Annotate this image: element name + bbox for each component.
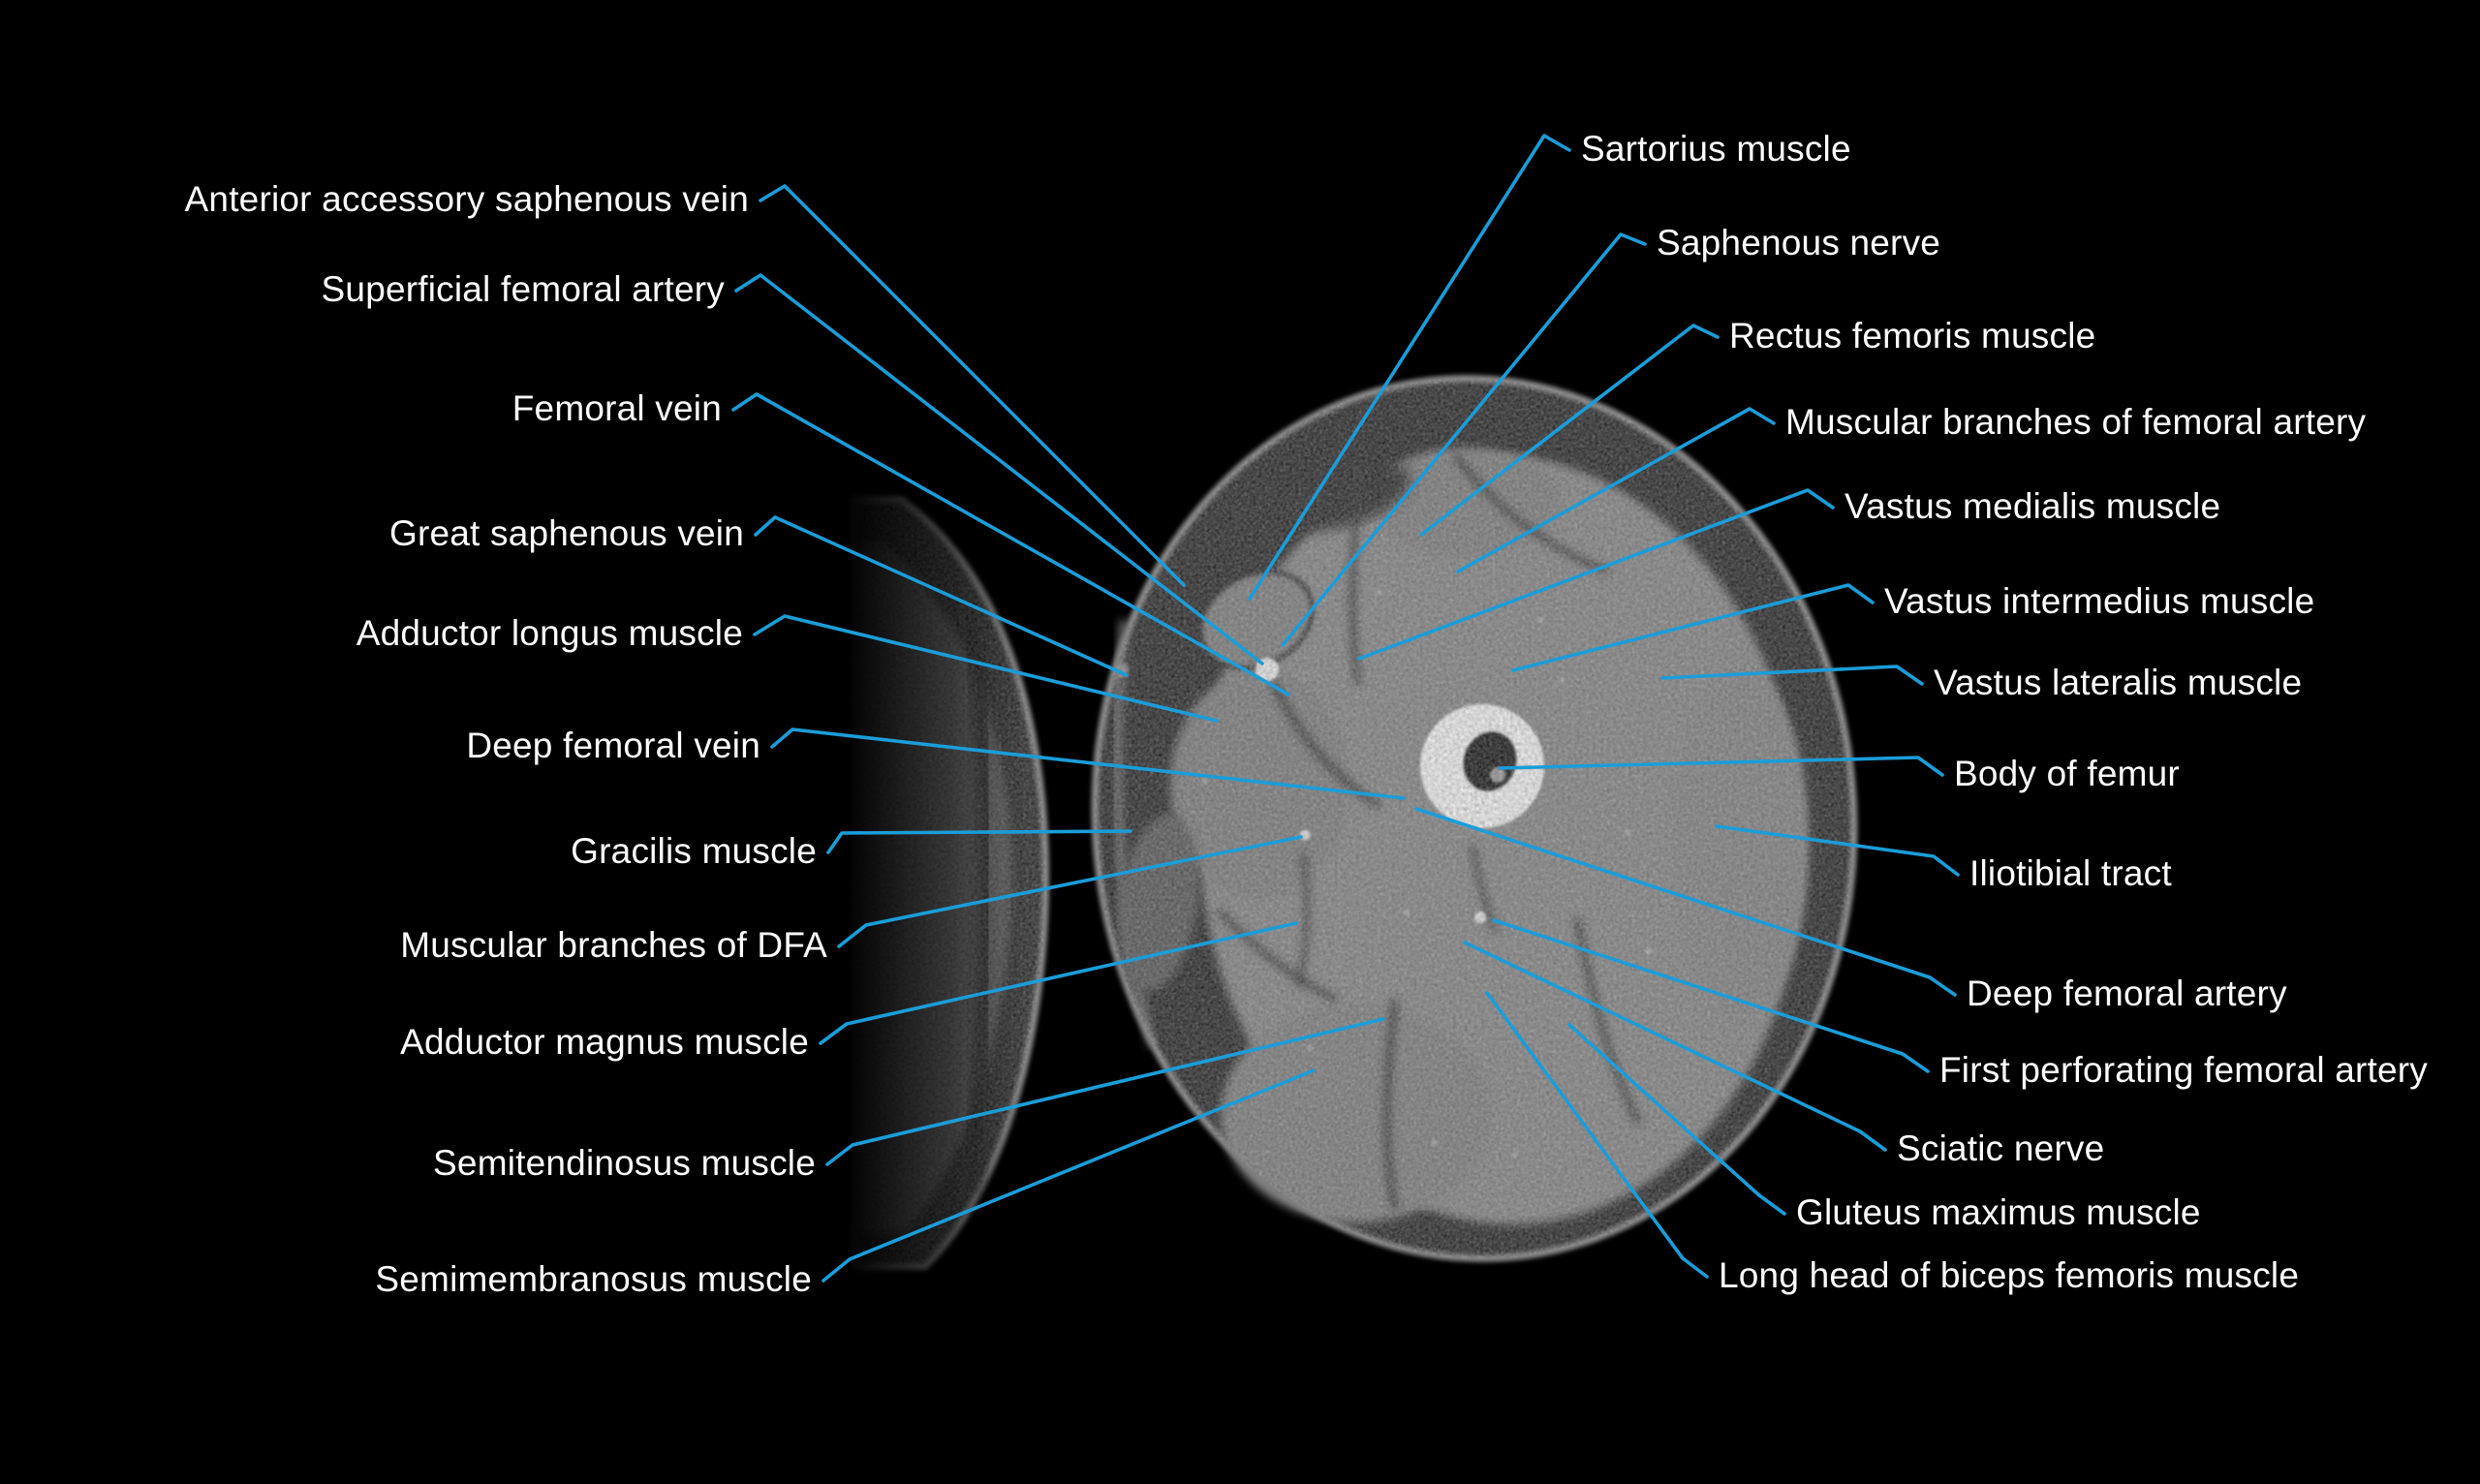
leader-line-vastus-medialis-muscle bbox=[1357, 488, 1835, 661]
leader-line-body-of-femur bbox=[1498, 756, 1944, 777]
leader-line-first-perforating-femoral-artery bbox=[1492, 918, 1930, 1073]
leader-line-adductor-longus-muscle bbox=[753, 614, 1219, 723]
leader-line-rectus-femoris-muscle bbox=[1419, 324, 1720, 537]
leader-line-vastus-lateralis-muscle bbox=[1660, 665, 1924, 686]
leader-line-muscular-branches-of-femoral-artery bbox=[1456, 407, 1776, 573]
scan-field-fade bbox=[620, 368, 1027, 1288]
leader-line-great-saphenous-vein bbox=[754, 515, 1129, 677]
leader-line-deep-femoral-artery bbox=[1414, 807, 1957, 997]
leader-line-semitendinosus-muscle bbox=[825, 1017, 1385, 1166]
leader-line-saphenous-nerve bbox=[1281, 232, 1647, 647]
leader-line-sciatic-nerve bbox=[1463, 941, 1887, 1152]
leader-lines bbox=[731, 134, 1960, 1283]
leader-line-gracilis-muscle bbox=[826, 829, 1132, 854]
leader-line-long-head-of-biceps-femoris-muscle bbox=[1485, 991, 1709, 1279]
leader-line-muscular-branches-of-dfa bbox=[837, 835, 1303, 948]
leader-line-superficial-femoral-artery bbox=[734, 273, 1264, 665]
leader-line-gluteus-maximus-muscle bbox=[1567, 1023, 1786, 1216]
leader-line-anterior-accessory-saphenous-vein bbox=[759, 184, 1186, 587]
leader-line-vastus-intermedius-muscle bbox=[1511, 583, 1875, 672]
leader-line-semimembranosus-muscle bbox=[822, 1068, 1316, 1283]
leader-line-iliotibial-tract bbox=[1715, 824, 1960, 877]
leader-line-adductor-magnus-muscle bbox=[819, 921, 1298, 1045]
leader-line-femoral-vein bbox=[731, 392, 1290, 696]
leader-line-deep-femoral-vein bbox=[770, 727, 1406, 800]
leader-line-sartorius-muscle bbox=[1248, 134, 1571, 601]
